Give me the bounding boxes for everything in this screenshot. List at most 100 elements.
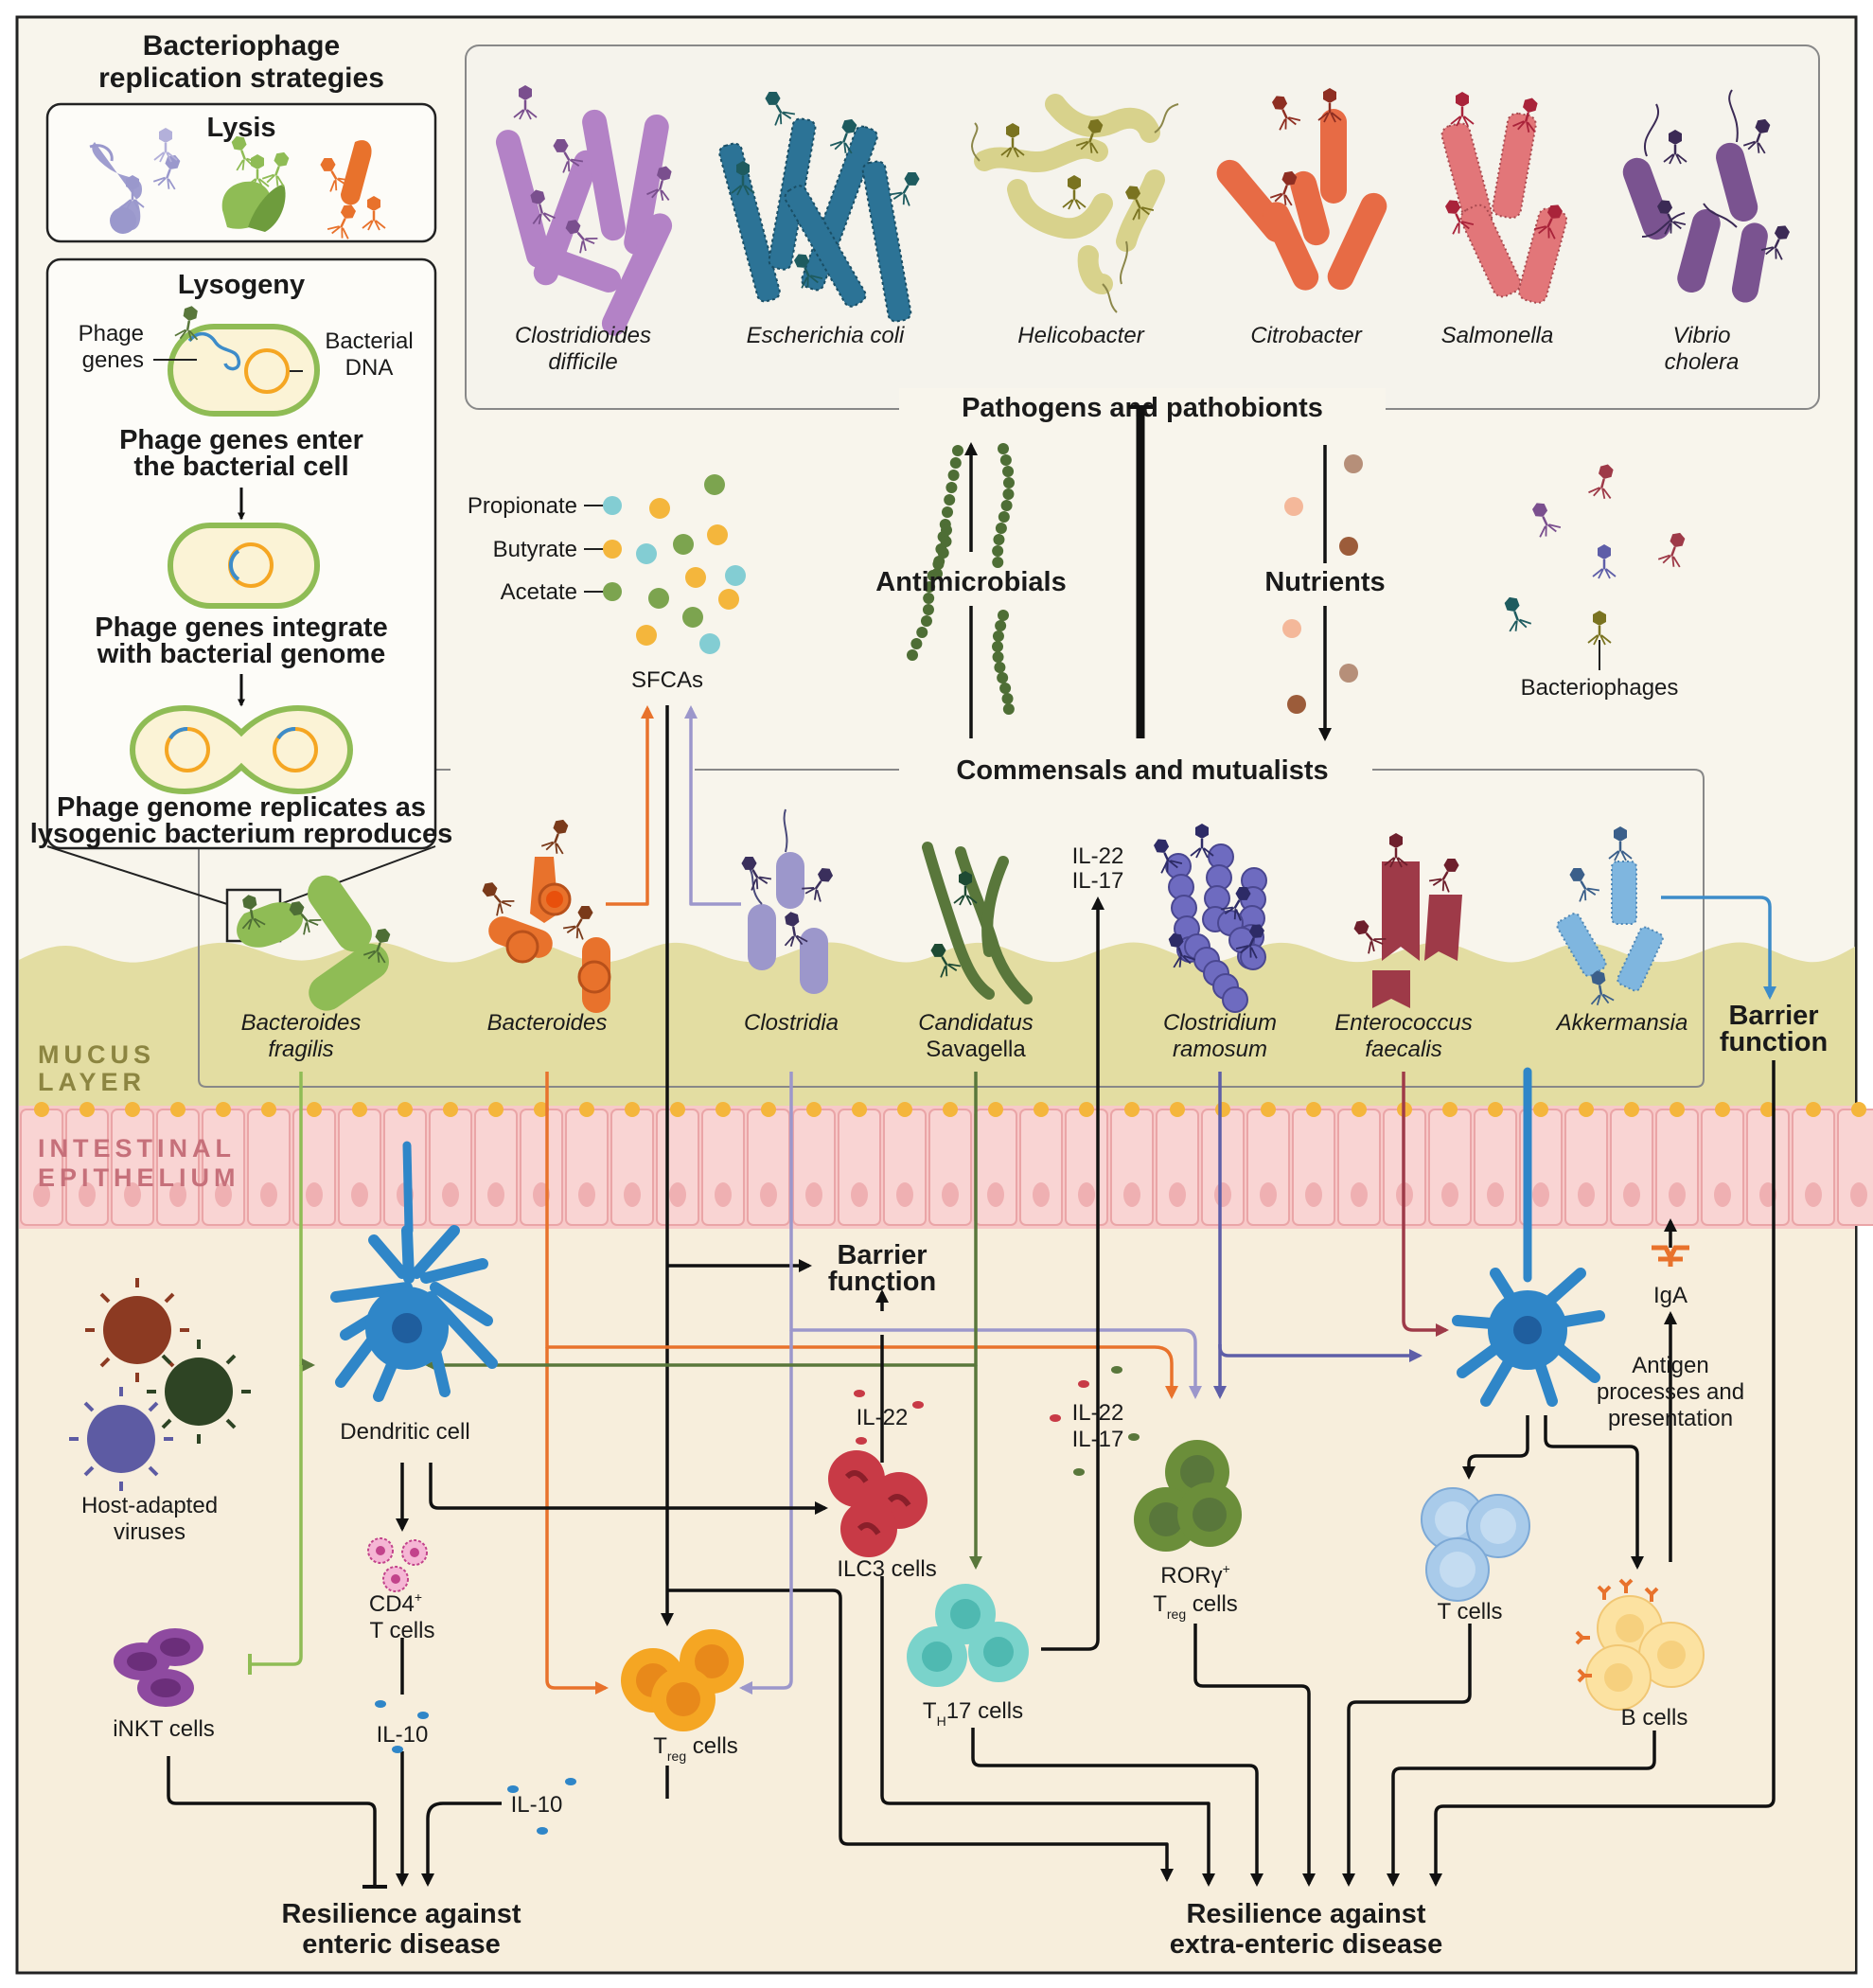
pathogen-label-helicobacter: Helicobacter bbox=[1017, 323, 1144, 348]
enteric-outcome-line2: enteric disease bbox=[302, 1929, 501, 1960]
goblet-granule bbox=[1170, 1102, 1185, 1117]
antimicrobial-bead bbox=[941, 524, 952, 536]
goblet-granule bbox=[1215, 1102, 1230, 1117]
antimicrobial-bead bbox=[994, 662, 1006, 673]
commensal-label-efaecalis-1: Enterococcus bbox=[1334, 1010, 1472, 1036]
epithelial-nucleus bbox=[805, 1182, 822, 1207]
il22-label-ilc3: IL-22 bbox=[857, 1405, 909, 1430]
phage-genes-label-1: Phage bbox=[79, 321, 144, 346]
epithelial-cell bbox=[565, 1109, 609, 1226]
epithelial-nucleus bbox=[942, 1182, 959, 1207]
epithelial-nucleus bbox=[1805, 1182, 1822, 1207]
c-ramosum-illustration bbox=[1146, 822, 1272, 1013]
goblet-granule bbox=[1760, 1102, 1776, 1117]
epithelial-nucleus bbox=[169, 1182, 186, 1207]
epithelial-cell bbox=[1746, 1109, 1790, 1226]
il10-label-bottom: IL-10 bbox=[511, 1792, 563, 1818]
goblet-granule bbox=[1533, 1102, 1548, 1117]
goblet-granule bbox=[1306, 1102, 1321, 1117]
antigen-label-2: processes and bbox=[1597, 1379, 1744, 1405]
antimicrobial-bead bbox=[937, 547, 949, 559]
epithelial-nucleus bbox=[1123, 1182, 1140, 1207]
epithelial-nucleus bbox=[715, 1182, 732, 1207]
il22-top-label: IL-22 bbox=[1072, 843, 1124, 869]
barrier-right-line1: Barrier bbox=[1728, 1001, 1818, 1031]
pathway-lines bbox=[167, 705, 1776, 1889]
epithelial-nucleus bbox=[851, 1182, 868, 1207]
goblet-granule bbox=[261, 1102, 276, 1117]
antimicrobial-bead bbox=[952, 445, 963, 456]
epithelial-cell bbox=[429, 1109, 472, 1226]
goblet-granule bbox=[761, 1102, 776, 1117]
antimicrobial-bead bbox=[992, 651, 1004, 663]
nutrient-dots bbox=[1282, 454, 1363, 714]
citrobacter-illustration bbox=[1216, 86, 1387, 291]
commensal-label-bf-2: fragilis bbox=[268, 1037, 333, 1062]
epithelial-nucleus bbox=[1623, 1182, 1640, 1207]
bacterial-dna-label-1: Bacterial bbox=[325, 328, 413, 354]
commensal-label-ramosum-1: Clostridium bbox=[1163, 1010, 1277, 1036]
goblet-granule bbox=[1806, 1102, 1821, 1117]
bacteriophages-label: Bacteriophages bbox=[1521, 675, 1679, 701]
acetate-dot bbox=[603, 582, 622, 601]
commensal-label-bacteroides: Bacteroides bbox=[487, 1010, 608, 1036]
extra-enteric-outcome-line2: extra-enteric disease bbox=[1170, 1929, 1443, 1960]
ramosum-coccus bbox=[1240, 944, 1266, 970]
epithelial-nucleus bbox=[306, 1182, 323, 1207]
epithelial-cell bbox=[1019, 1109, 1063, 1226]
antimicrobial-bead bbox=[998, 443, 1009, 454]
commensal-label-bf-1: Bacteroides bbox=[241, 1010, 362, 1036]
antimicrobial-bead bbox=[910, 638, 923, 649]
barrier-center-line2: function bbox=[828, 1267, 936, 1297]
cd4-t-cells bbox=[367, 1537, 428, 1592]
epithelial-cell bbox=[792, 1109, 836, 1226]
clostridia-illustration bbox=[733, 808, 840, 994]
goblet-granule bbox=[625, 1102, 640, 1117]
goblet-granule bbox=[398, 1102, 413, 1117]
epithelial-nucleus bbox=[1033, 1182, 1050, 1207]
goblet-granule bbox=[852, 1102, 867, 1117]
propionate-dot bbox=[603, 496, 622, 515]
epithelial-cell bbox=[1201, 1109, 1245, 1226]
antimicrobial-bead bbox=[907, 649, 918, 661]
goblet-granule bbox=[1624, 1102, 1639, 1117]
commensal-label-efaecalis-2: faecalis bbox=[1365, 1037, 1441, 1062]
ilc3-cells bbox=[828, 1450, 928, 1557]
lysis-box bbox=[45, 102, 437, 243]
epithelial-nucleus bbox=[1850, 1182, 1867, 1207]
bacterial-dna-label-2: DNA bbox=[345, 355, 394, 381]
epithelial-nucleus bbox=[260, 1182, 277, 1207]
akkermansia-illustration bbox=[1556, 825, 1664, 1008]
scfa-molecules bbox=[636, 474, 746, 654]
epithelial-nucleus bbox=[442, 1182, 459, 1207]
il17-top-label: IL-17 bbox=[1072, 868, 1124, 894]
pathogen-label-cdiff-1: Clostridioides bbox=[515, 323, 651, 348]
cd4-label: CD4+ bbox=[369, 1589, 422, 1617]
enteric-outcome-line1: Resilience against bbox=[281, 1899, 521, 1929]
dendritic-cell-left bbox=[330, 1141, 498, 1402]
host-viruses-label-2: viruses bbox=[114, 1519, 186, 1545]
antimicrobial-bead bbox=[1002, 703, 1015, 715]
epithelial-nucleus bbox=[624, 1182, 641, 1207]
propionate-label: Propionate bbox=[468, 493, 577, 519]
antimicrobial-bead bbox=[997, 672, 1009, 683]
barrier-right-line2: function bbox=[1720, 1027, 1828, 1057]
antimicrobial-bead bbox=[945, 482, 958, 493]
bacteriophages-cluster bbox=[1497, 460, 1692, 670]
il10-dots-left bbox=[375, 1700, 429, 1753]
inkt-label: iNKT cells bbox=[113, 1716, 215, 1742]
epithelial-nucleus bbox=[487, 1182, 504, 1207]
commensal-label-savagella-1: Candidatus bbox=[918, 1010, 1033, 1036]
goblet-granule bbox=[443, 1102, 458, 1117]
epithelial-nucleus bbox=[1305, 1182, 1322, 1207]
antimicrobial-beads bbox=[907, 443, 1015, 715]
epithelial-nucleus bbox=[1078, 1182, 1095, 1207]
goblet-granule bbox=[1261, 1102, 1276, 1117]
figure-title-line1: Bacteriophage bbox=[143, 30, 340, 62]
antimicrobial-bead bbox=[995, 523, 1007, 534]
lysogeny-step3-line2: lysogenic bacterium reproduces bbox=[30, 819, 452, 849]
epithelial-cell bbox=[1792, 1109, 1835, 1226]
treg-cells bbox=[621, 1629, 744, 1731]
lysogeny-title: Lysogeny bbox=[178, 270, 305, 300]
antimicrobial-bead bbox=[920, 615, 932, 627]
